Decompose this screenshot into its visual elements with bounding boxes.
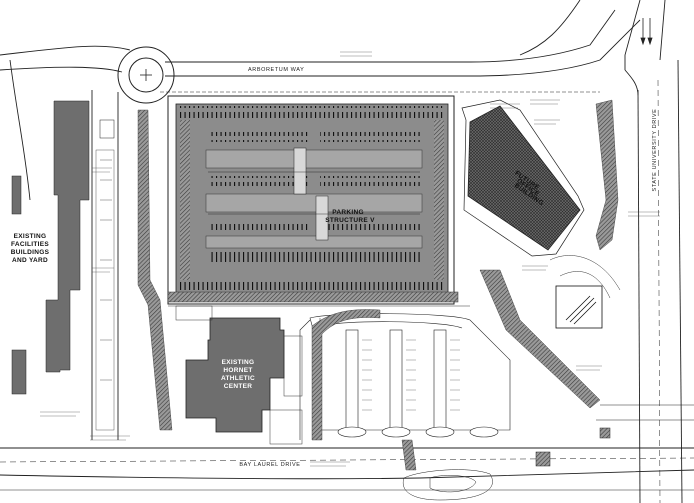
east-pavilion [555,285,603,329]
annotation-marks [40,51,660,467]
bay-laurel-drive-label: BAY LAUREL DRIVE [239,462,300,468]
hornet-label-line2: HORNET [223,367,252,374]
arboretum-way-label: ARBORETUM WAY [248,67,304,73]
parking-label-line1: PARKING [332,209,364,216]
parking-label-line2: STRUCTURE V [325,217,375,224]
southeast-entry [402,404,694,501]
facilities-label-line1: EXISTING [14,233,47,240]
parking-structure [167,95,455,305]
facilities-label-line2: FACILITIES [11,241,49,248]
hornet-athletic-center: EXISTING HORNET ATHLETIC CENTER [175,305,303,445]
surface-lot-south [299,313,511,440]
roundabout [117,46,175,104]
future-office-building: FUTURE OFFICE BUILDING [461,99,585,257]
hornet-label-line4: CENTER [224,383,253,390]
hornet-label-line1: EXISTING [222,359,255,366]
existing-facilities-label: EXISTING FACILITIES BUILDINGS AND YARD [11,233,50,264]
pedestrian-path-west [137,109,173,431]
facilities-label-line4: AND YARD [12,257,48,264]
access-drive [311,309,417,471]
garage-frontage [167,291,470,307]
state-university-drive-label: STATE UNIVERSITY DRIVE [652,109,658,192]
parking-structure-label: PARKING STRUCTURE V [325,209,375,224]
existing-facilities-buildings [11,100,115,395]
one-way-arrows-icon [640,18,653,46]
surface-lot-stalls [362,339,460,411]
facilities-label-line3: BUILDINGS [11,249,50,256]
left-strip-lines [95,149,115,431]
pedestrian-path-east [479,99,621,409]
hornet-label-line3: ATHLETIC [221,375,255,382]
